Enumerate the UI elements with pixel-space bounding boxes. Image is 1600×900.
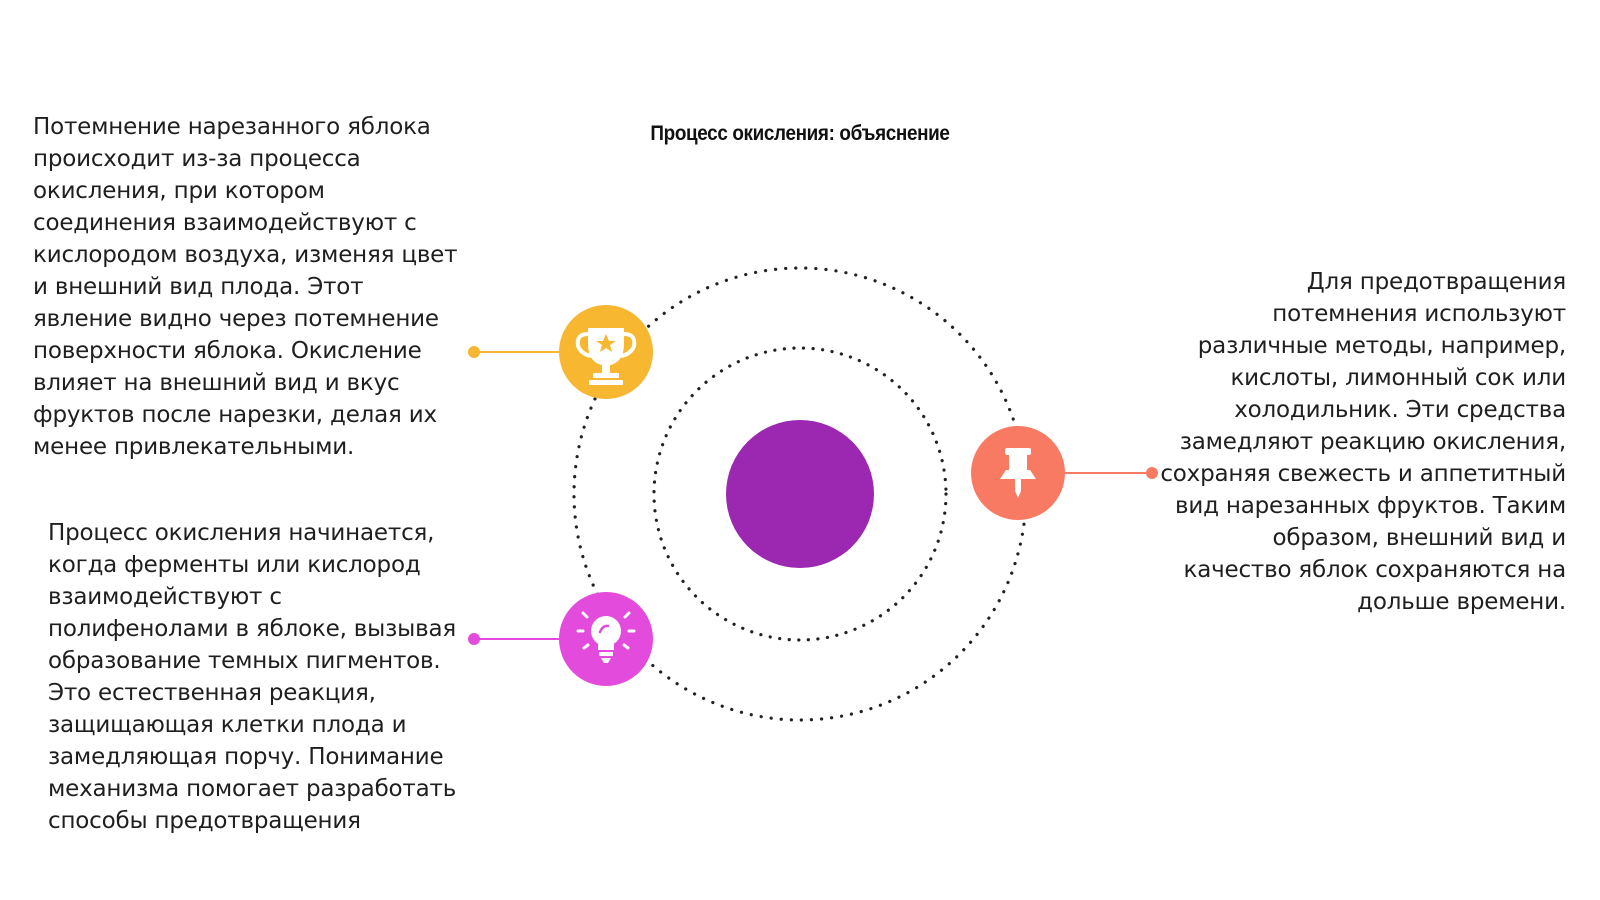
trophy-icon [575,328,637,385]
lightbulb-icon [576,611,636,663]
inner-orbit [652,346,948,642]
pushpin-node [971,426,1065,520]
oxidation-mechanism-text: Процесс окисления начинается, когда ферм… [48,520,457,834]
lightbulb-connector [468,633,560,645]
prevention-methods-text: Для предотвращения потемнения используют… [1160,269,1566,615]
lightbulb-node [559,592,653,686]
oxidation-cause-text: Потемнение нарезанного яблока происходит… [33,114,458,460]
pushpin-connector [1064,467,1158,479]
center-circle [726,420,874,568]
trophy-connector [468,346,560,358]
pushpin-icon [1000,448,1036,498]
trophy-node [559,305,653,399]
diagram-title: Процесс окисления: объяснение [650,122,950,145]
